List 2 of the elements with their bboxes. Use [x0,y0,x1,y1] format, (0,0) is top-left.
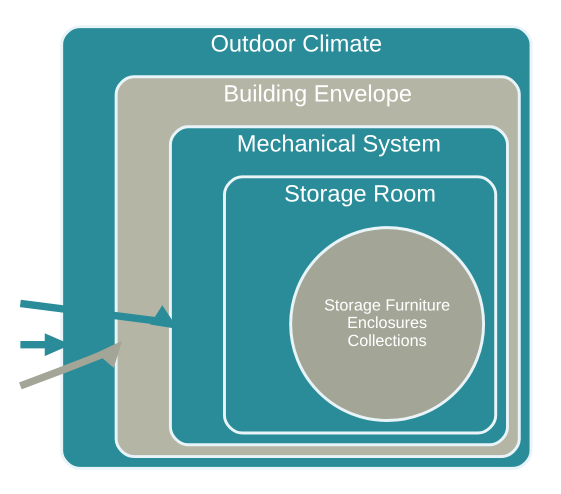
node-circle: Storage Furniture Enclosures Collections [288,226,485,422]
arrow [18,340,122,389]
